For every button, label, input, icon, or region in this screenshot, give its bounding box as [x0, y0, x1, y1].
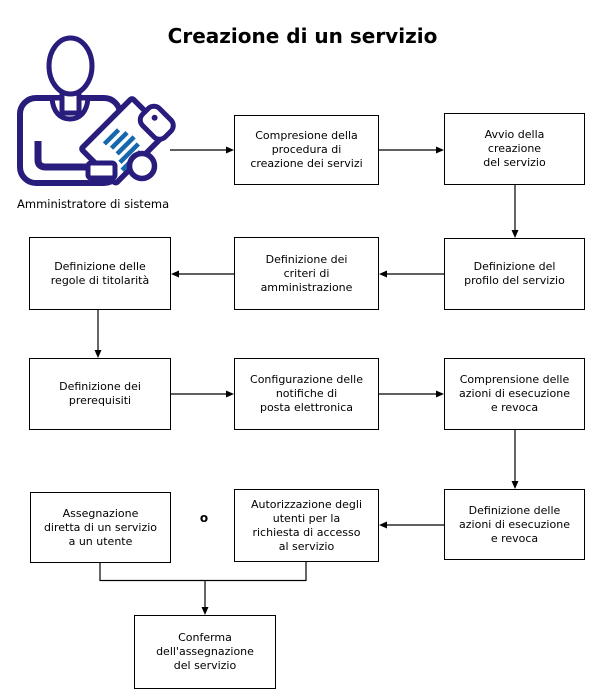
node-label: Definizione dei prerequisiti — [59, 380, 141, 407]
merge-connector-to-conferma — [99, 562, 307, 615]
arrow-notifiche-to-comprensione-azioni — [379, 390, 444, 398]
arrow-definizione-azioni-to-autorizzazione — [379, 521, 444, 529]
node-prerequisiti: Definizione dei prerequisiti — [29, 358, 171, 430]
node-label: Avvio della creazione del servizio — [483, 128, 546, 169]
cuff-shape — [85, 160, 118, 181]
node-label: Compresione della procedura di creazione… — [250, 129, 363, 170]
clipboard-clip-dot — [151, 114, 158, 121]
node-definizione-azioni: Definizione delle azioni di esecuzione e… — [444, 489, 585, 560]
hand-shape — [126, 150, 158, 182]
node-label: Comprensione delle azioni di esecuzione … — [459, 373, 570, 414]
node-avvio-creazione: Avvio della creazione del servizio — [444, 113, 585, 185]
node-comprensione-procedura: Compresione della procedura di creazione… — [234, 115, 379, 185]
node-label: Configurazione delle notifiche di posta … — [250, 373, 363, 414]
node-label: Definizione dei criteri di amministrazio… — [260, 252, 353, 294]
arrow-prerequisiti-to-notifiche — [171, 390, 234, 398]
arrow-criteri-to-regole — [171, 270, 234, 278]
arrow-comprensione-azioni-to-definizione-azioni — [511, 430, 519, 489]
node-notifiche-posta: Configurazione delle notifiche di posta … — [234, 358, 379, 430]
node-comprensione-azioni: Comprensione delle azioni di esecuzione … — [444, 358, 585, 430]
arrow-regole-to-prerequisiti — [94, 310, 102, 358]
node-profilo-servizio: Definizione del profilo del servizio — [444, 238, 585, 310]
node-autorizzazione-utenti: Autorizzazione degli utenti per la richi… — [234, 489, 379, 562]
node-regole-titolarita: Definizione delle regole di titolarità — [29, 237, 171, 310]
node-label: Definizione delle regole di titolarità — [50, 259, 150, 287]
actor-label: Amministratore di sistema — [17, 197, 170, 211]
head-shape — [46, 35, 95, 97]
arrow-comprensione-to-avvio — [379, 146, 444, 154]
node-assegnazione-diretta: Assegnazione diretta di un servizio a un… — [30, 492, 171, 563]
node-label: Definizione delle azioni di esecuzione e… — [459, 503, 570, 545]
node-criteri-amministrazione: Definizione dei criteri di amministrazio… — [234, 237, 379, 310]
arrow-avvio-to-profilo — [511, 185, 519, 238]
page-title: Creazione di un servizio — [167, 24, 438, 48]
node-label: Assegnazione diretta di un servizio a un… — [43, 506, 158, 548]
arm-shape — [34, 141, 88, 171]
node-label: Definizione del profilo del servizio — [464, 260, 565, 287]
clipboard-clip — [137, 103, 176, 142]
or-connector-label: o — [199, 511, 209, 525]
system-administrator-icon — [17, 35, 176, 186]
node-label: Conferma dell'assegnazione del servizio — [156, 631, 254, 672]
node-label: Autorizzazione degli utenti per la richi… — [250, 497, 363, 553]
node-conferma-assegnazione: Conferma dell'assegnazione del servizio — [134, 615, 276, 689]
arrow-profilo-to-criteri — [379, 270, 444, 278]
